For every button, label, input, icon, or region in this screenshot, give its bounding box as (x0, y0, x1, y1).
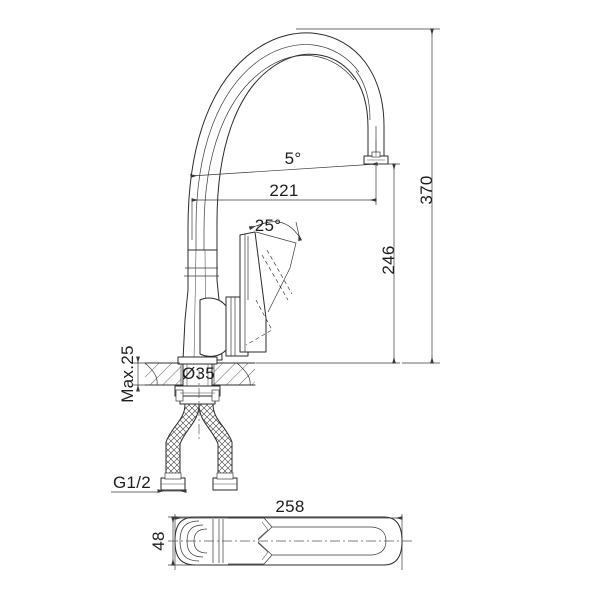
plan-handle-lower (228, 541, 273, 565)
total-height-dimension: 370 (296, 28, 440, 364)
hose-left-ferrule (164, 472, 182, 480)
nut-stud-right (211, 389, 220, 402)
cartridge-dome (199, 297, 227, 357)
plan-handle-detail-lower (257, 542, 269, 561)
handle-open-dashed-1 (261, 254, 289, 301)
plan-base-ring-1 (179, 520, 200, 562)
top-plan-view: 258 48 (149, 497, 412, 570)
plan-width-label: 48 (149, 531, 168, 551)
thread-label: G1/2 (113, 473, 151, 492)
spout-reach-label: 221 (269, 181, 298, 200)
hose-right-braid (199, 404, 232, 478)
handle-angle-label: 25° (255, 216, 282, 235)
handle-angle-dimension: 25° (248, 216, 303, 242)
bore-diameter-label: Ø35 (182, 364, 215, 383)
lever-handle (239, 231, 297, 353)
bore-diameter-note: Ø35 (182, 364, 215, 383)
spout-inner-line-3 (355, 70, 371, 121)
plan-arm-edge-lower (272, 540, 387, 556)
handle-angle-arc (256, 221, 301, 239)
deck-hatch-right (214, 363, 255, 385)
spout-inner-line-2 (203, 55, 355, 300)
plan-handle-detail-upper (257, 521, 269, 540)
plan-arm-edge-upper (272, 526, 387, 542)
handle-open-dashed-2 (266, 249, 293, 295)
total-height-label: 370 (417, 175, 436, 204)
spout-height-dimension: 246 (256, 163, 400, 364)
flexible-supply-hoses (160, 370, 238, 491)
mounting-nut (179, 395, 216, 405)
base-mounting-assembly (174, 356, 221, 405)
plan-length-dimension: 258 (174, 497, 403, 570)
plan-width-dimension: 48 (149, 516, 200, 566)
deck-hatch-left (145, 363, 181, 385)
nut-stud-left (175, 389, 184, 402)
deck-break-right (236, 362, 251, 386)
hose-right-ferrule (216, 472, 234, 480)
handle-body (239, 231, 267, 353)
handle-open-sector (255, 231, 297, 313)
base-escutcheon (177, 356, 218, 365)
front-elevation-view: 25° (111, 28, 440, 493)
spout-angle-dimension: 5° (190, 149, 378, 179)
spout-height-label: 246 (379, 245, 398, 274)
thread-note: G1/2 (111, 473, 187, 493)
plan-outer-profile (174, 516, 403, 566)
deck-thickness-label: Max.25 (118, 345, 137, 403)
plan-length-label: 258 (275, 497, 304, 516)
deck-thickness-dimension: Max.25 (118, 345, 180, 403)
spout-outer-profile (187, 32, 385, 306)
spout-angle-label: 5° (285, 149, 302, 168)
hose-left-braid (166, 404, 199, 478)
deck-break-left (144, 362, 158, 386)
counter-deck (144, 362, 256, 386)
spout-angle-line (190, 161, 378, 179)
body-edge-line-1 (193, 249, 197, 361)
